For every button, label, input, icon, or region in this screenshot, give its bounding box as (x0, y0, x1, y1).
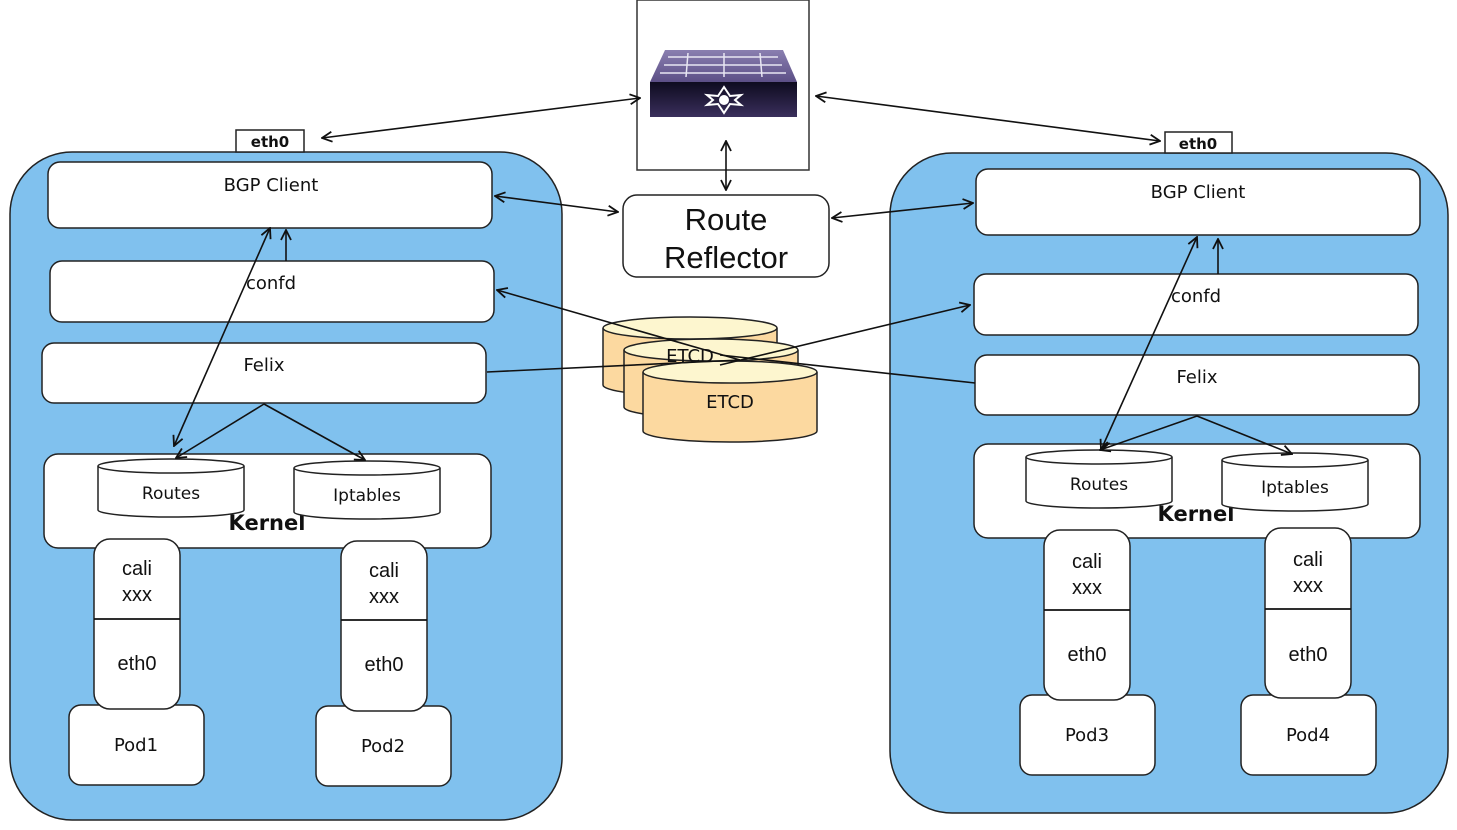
arrow-right-felix-routes (1100, 415, 1198, 450)
node-left-confd[interactable]: confd (49, 260, 495, 323)
svg-text:cali: cali (1072, 551, 1102, 573)
svg-text:confd: confd (246, 273, 296, 294)
node-right-iptables-db[interactable]: Iptables (1221, 452, 1369, 512)
svg-text:Pod2: Pod2 (361, 736, 405, 757)
pod2-group: Pod2 cali xxx eth0 (315, 540, 452, 787)
node-right-eth0: eth0 (1164, 131, 1233, 154)
pod1-veth[interactable]: cali xxx eth0 (93, 538, 181, 710)
node-left-eth0: eth0 (235, 129, 305, 153)
node-left-felix[interactable]: Felix (41, 342, 487, 404)
svg-text:Kernel: Kernel (1158, 502, 1235, 526)
pod2[interactable]: Pod2 (315, 705, 452, 787)
svg-text:Kernel: Kernel (229, 511, 306, 535)
svg-text:eth0: eth0 (1068, 644, 1107, 666)
arrow-right-felix-iptables (1196, 415, 1292, 454)
network-switch-icon (650, 50, 797, 117)
node-right-felix[interactable]: Felix (974, 354, 1420, 416)
svg-text:Route: Route (685, 202, 768, 237)
svg-text:ETCD: ETCD (706, 392, 754, 413)
line-right-felix-etcd (719, 354, 976, 384)
node-left-iptables-db[interactable]: Iptables (293, 460, 441, 520)
svg-text:cali: cali (122, 558, 152, 580)
etcd-db-front: ETCD (642, 360, 818, 443)
svg-text:Iptables: Iptables (333, 486, 401, 506)
switch-box[interactable] (636, 0, 810, 171)
pod1-group: Pod1 cali xxx eth0 (68, 538, 205, 786)
etcd-cluster[interactable]: ETCD ETCD (602, 316, 818, 443)
node-left-routes-db[interactable]: Routes (97, 458, 245, 518)
arrow-switch-right-eth0 (816, 96, 1160, 141)
pod4-group: Pod4 cali xxx eth0 (1240, 527, 1377, 776)
svg-text:xxx: xxx (1293, 575, 1323, 597)
svg-text:eth0: eth0 (118, 653, 157, 675)
pod1[interactable]: Pod1 (68, 704, 205, 786)
svg-text:xxx: xxx (369, 586, 399, 608)
arrow-left-felix-iptables (263, 403, 365, 460)
svg-text:Reflector: Reflector (664, 240, 788, 275)
svg-text:eth0: eth0 (1289, 644, 1328, 666)
pod4[interactable]: Pod4 (1240, 694, 1377, 776)
line-left-confd-etcd (497, 290, 741, 361)
line-left-felix-etcd (486, 359, 741, 373)
svg-text:xxx: xxx (122, 584, 152, 606)
svg-text:Felix: Felix (1176, 367, 1217, 388)
svg-text:eth0: eth0 (365, 654, 404, 676)
node-left: eth0 BGP Client confd Felix Kernel Route… (9, 129, 563, 821)
node-right: eth0 BGP Client confd Felix Kernel Route… (889, 131, 1449, 814)
svg-text:BGP Client: BGP Client (1151, 182, 1246, 203)
node-right-confd[interactable]: confd (973, 273, 1419, 336)
arrow-switch-left-eth0 (322, 98, 640, 138)
line-right-confd-etcd (719, 305, 970, 366)
arrow-right-routes-bgp (1101, 237, 1197, 450)
svg-text:Pod4: Pod4 (1286, 725, 1330, 746)
pod4-veth[interactable]: cali xxx eth0 (1264, 527, 1352, 699)
svg-text:xxx: xxx (1072, 577, 1102, 599)
route-reflector[interactable]: Route Reflector (622, 194, 830, 278)
pod3-group: Pod3 cali xxx eth0 (1019, 529, 1156, 776)
node-right-bgp-client[interactable]: BGP Client (975, 168, 1421, 236)
svg-text:Felix: Felix (243, 355, 284, 376)
svg-text:eth0: eth0 (1179, 135, 1217, 153)
svg-text:confd: confd (1171, 286, 1221, 307)
svg-text:Pod3: Pod3 (1065, 725, 1109, 746)
svg-text:Pod1: Pod1 (114, 735, 158, 756)
pod3[interactable]: Pod3 (1019, 694, 1156, 776)
arrow-rr-right-bgp (832, 203, 973, 218)
pod3-veth[interactable]: cali xxx eth0 (1043, 529, 1131, 701)
svg-text:Routes: Routes (1070, 475, 1128, 495)
pod2-veth[interactable]: cali xxx eth0 (340, 540, 428, 712)
svg-text:cali: cali (369, 560, 399, 582)
arrow-rr-left-bgp (495, 196, 618, 212)
connectors (174, 96, 1292, 460)
arrow-left-felix-routes (176, 403, 265, 458)
node-left-bgp-client[interactable]: BGP Client (47, 161, 493, 229)
svg-text:BGP Client: BGP Client (224, 175, 319, 196)
svg-text:Routes: Routes (142, 484, 200, 504)
svg-text:Iptables: Iptables (1261, 478, 1329, 498)
node-right-routes-db[interactable]: Routes (1025, 449, 1173, 509)
svg-text:cali: cali (1293, 549, 1323, 571)
svg-text:eth0: eth0 (251, 133, 289, 151)
arrow-left-routes-bgp (174, 228, 270, 446)
